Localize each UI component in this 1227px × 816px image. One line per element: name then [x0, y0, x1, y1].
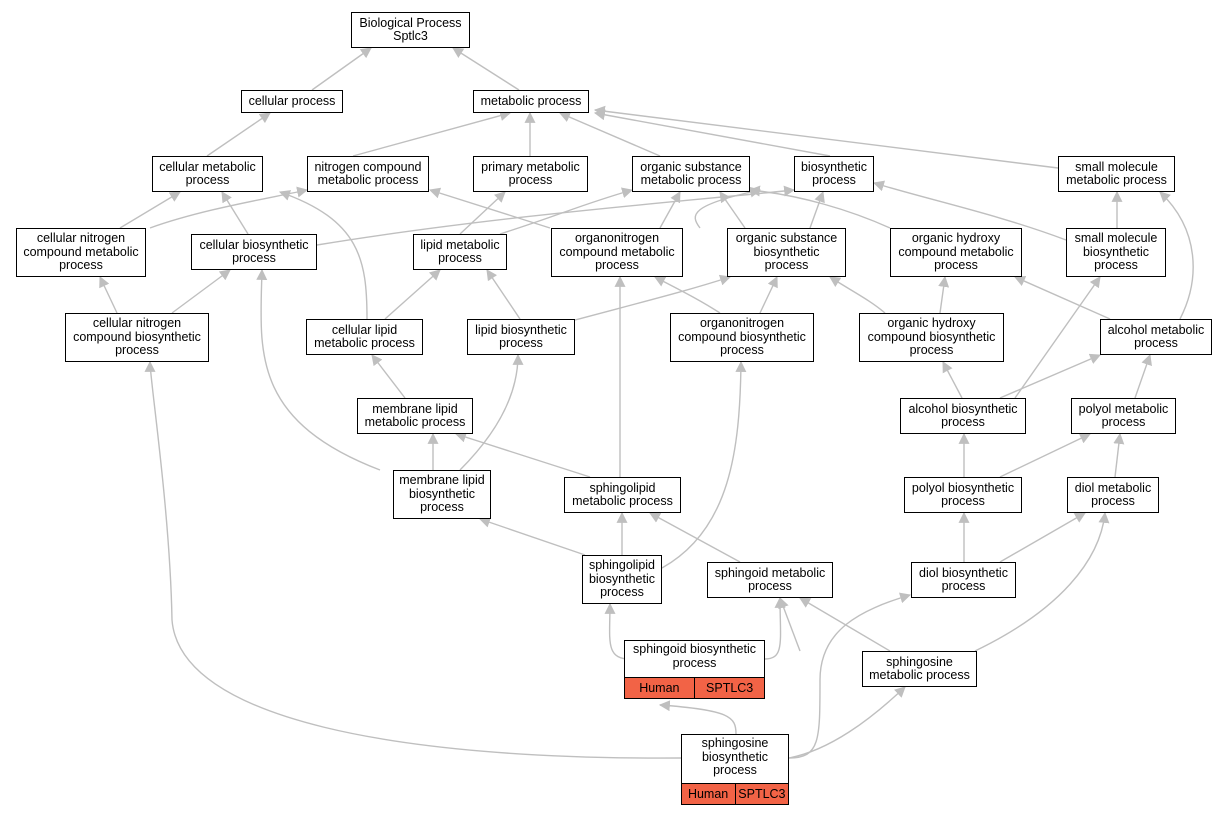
gene-tag: SPTLC3	[735, 783, 790, 806]
is-a-edge	[311, 47, 372, 91]
node-sphingolipid-biosynthetic-process[interactable]: sphingolipid biosynthetic process	[582, 555, 662, 604]
is-a-edge	[649, 512, 741, 563]
species-tag: Human	[680, 783, 736, 806]
is-a-edge	[119, 191, 181, 229]
is-a-edge	[499, 187, 634, 235]
is-a-edge	[1159, 191, 1194, 320]
node-biological-process[interactable]: Biological Process Sptlc3	[351, 12, 470, 48]
is-a-edge	[764, 596, 786, 660]
annotation-tags: Human SPTLC3	[623, 677, 766, 700]
node-cellular-nitrogen-compound-biosynthetic-process[interactable]: cellular nitrogen compound biosynthetic …	[65, 313, 209, 362]
is-a-edge	[872, 180, 1067, 241]
is-a-edge	[478, 517, 586, 556]
is-a-edge	[459, 353, 524, 471]
node-organonitrogen-compound-biosynthetic-process[interactable]: organonitrogen compound biosynthetic pro…	[670, 313, 814, 362]
is-a-edge	[352, 110, 512, 157]
is-a-edge	[999, 433, 1091, 478]
is-a-edge	[759, 276, 778, 314]
node-small-molecule-metabolic-process[interactable]: small molecule metabolic process	[1058, 156, 1175, 192]
is-a-edge	[144, 360, 682, 759]
node-cellular-process[interactable]: cellular process	[241, 90, 343, 113]
node-organic-substance-biosynthetic-process[interactable]: organic substance biosynthetic process	[727, 228, 846, 277]
is-a-edge	[604, 602, 631, 660]
is-a-edge	[593, 105, 1059, 169]
node-lipid-metabolic-process[interactable]: lipid metabolic process	[413, 234, 507, 270]
node-organic-substance-metabolic-process[interactable]: organic substance metabolic process	[632, 156, 750, 192]
node-organic-hydroxy-compound-metabolic-process[interactable]: organic hydroxy compound metabolic proce…	[890, 228, 1022, 277]
node-sphingoid-biosynthetic-process[interactable]: sphingoid biosynthetic process Human SPT…	[623, 640, 766, 700]
is-a-edge	[658, 700, 737, 735]
is-a-edge	[574, 274, 732, 321]
is-a-edge	[1134, 353, 1152, 399]
node-diol-biosynthetic-process[interactable]: diol biosynthetic process	[911, 562, 1016, 598]
is-a-edge	[1113, 432, 1125, 478]
node-polyol-metabolic-process[interactable]: polyol metabolic process	[1071, 398, 1176, 434]
is-a-edge	[719, 191, 746, 229]
is-a-edge	[654, 276, 721, 314]
node-sphingolipid-metabolic-process[interactable]: sphingolipid metabolic process	[564, 477, 681, 513]
is-a-edge	[694, 186, 762, 229]
node-alcohol-biosynthetic-process[interactable]: alcohol biosynthetic process	[900, 398, 1026, 434]
node-cellular-nitrogen-compound-metabolic-process[interactable]: cellular nitrogen compound metabolic pro…	[16, 228, 146, 277]
is-a-edge	[661, 360, 747, 569]
is-a-edge	[452, 47, 520, 91]
is-a-edge	[384, 269, 441, 320]
node-biosynthetic-process[interactable]: biosynthetic process	[794, 156, 874, 192]
is-a-edge	[659, 191, 681, 229]
node-polyol-biosynthetic-process[interactable]: polyol biosynthetic process	[904, 477, 1022, 513]
is-a-edge	[788, 686, 906, 759]
node-metabolic-process[interactable]: metabolic process	[473, 90, 589, 113]
is-a-edge	[1013, 275, 1111, 320]
node-organonitrogen-compound-metabolic-process[interactable]: organonitrogen compound metabolic proces…	[551, 228, 683, 277]
is-a-edge	[974, 511, 1110, 652]
is-a-edge	[428, 187, 551, 229]
node-sphingoid-metabolic-process[interactable]: sphingoid metabolic process	[707, 562, 833, 598]
is-a-edge	[999, 512, 1086, 563]
is-a-edge	[221, 191, 249, 235]
is-a-edge	[316, 185, 796, 246]
node-primary-metabolic-process[interactable]: primary metabolic process	[473, 156, 588, 192]
is-a-edge	[829, 276, 886, 314]
is-a-edge	[256, 268, 381, 471]
is-a-edge	[942, 361, 963, 399]
is-a-edge	[371, 354, 406, 399]
node-cellular-metabolic-process[interactable]: cellular metabolic process	[152, 156, 263, 192]
node-lipid-biosynthetic-process[interactable]: lipid biosynthetic process	[467, 319, 575, 355]
node-organic-hydroxy-compound-biosynthetic-process[interactable]: organic hydroxy compound biosynthetic pr…	[859, 313, 1004, 362]
is-a-edge	[1014, 276, 1101, 399]
is-a-edge	[593, 109, 831, 157]
node-diol-metabolic-process[interactable]: diol metabolic process	[1067, 477, 1159, 513]
is-a-edge	[778, 596, 801, 652]
is-a-edge	[206, 112, 271, 157]
is-a-edge	[748, 185, 891, 229]
node-cellular-lipid-metabolic-process[interactable]: cellular lipid metabolic process	[306, 319, 423, 355]
is-a-edge	[938, 275, 950, 314]
node-cellular-biosynthetic-process[interactable]: cellular biosynthetic process	[191, 234, 317, 270]
node-nitrogen-compound-metabolic-process[interactable]: nitrogen compound metabolic process	[307, 156, 429, 192]
is-a-edge	[459, 191, 506, 235]
node-membrane-lipid-metabolic-process[interactable]: membrane lipid metabolic process	[357, 398, 473, 434]
is-a-edge	[558, 111, 661, 157]
species-tag: Human	[623, 677, 695, 700]
is-a-edge	[99, 276, 118, 314]
node-sphingosine-metabolic-process[interactable]: sphingosine metabolic process	[862, 651, 977, 687]
is-a-edge	[809, 190, 825, 229]
is-a-edge	[999, 353, 1102, 399]
gene-tag: SPTLC3	[695, 677, 766, 700]
is-a-edge	[454, 431, 591, 478]
node-sphingosine-biosynthetic-process[interactable]: sphingosine biosynthetic process Human S…	[680, 734, 790, 806]
is-a-edge	[486, 269, 521, 320]
node-membrane-lipid-biosynthetic-process[interactable]: membrane lipid biosynthetic process	[393, 470, 491, 519]
node-small-molecule-biosynthetic-process[interactable]: small molecule biosynthetic process	[1066, 228, 1166, 277]
annotation-tags: Human SPTLC3	[680, 783, 790, 806]
is-a-edge	[278, 190, 368, 320]
node-alcohol-metabolic-process[interactable]: alcohol metabolic process	[1100, 319, 1212, 355]
is-a-edge	[171, 269, 231, 314]
